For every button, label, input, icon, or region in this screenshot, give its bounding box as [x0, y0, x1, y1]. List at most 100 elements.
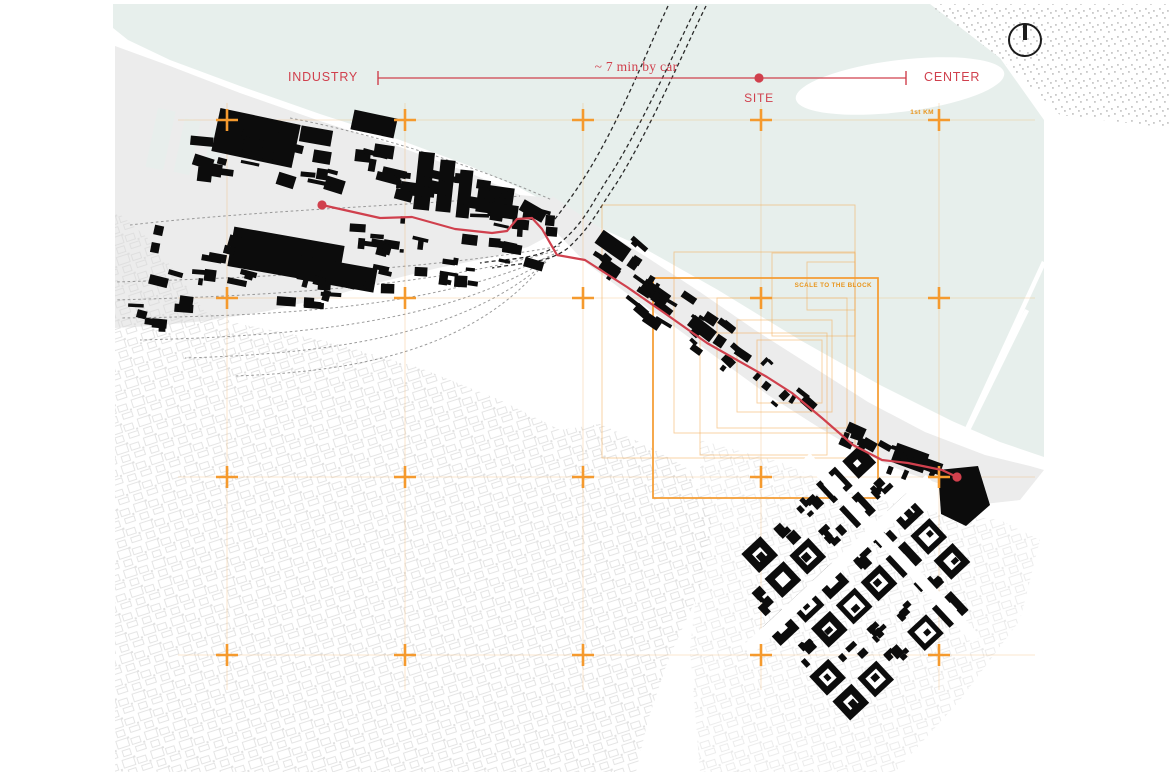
building	[504, 204, 514, 211]
building	[317, 281, 331, 291]
building	[493, 222, 509, 229]
city-street	[801, 453, 981, 644]
building	[240, 159, 260, 167]
building	[378, 269, 393, 277]
building	[240, 129, 249, 140]
building	[799, 394, 818, 412]
river-water	[113, 4, 1044, 457]
bridge-street	[964, 309, 1030, 433]
building	[208, 251, 228, 264]
building	[761, 380, 772, 392]
building	[767, 359, 774, 366]
building	[128, 303, 144, 308]
building	[442, 258, 456, 266]
building	[422, 167, 445, 181]
building	[838, 437, 854, 450]
building	[153, 224, 165, 237]
building	[900, 469, 910, 481]
building	[661, 295, 678, 308]
building	[191, 153, 215, 171]
buildings-layer	[128, 107, 944, 481]
building	[689, 343, 704, 356]
building	[277, 132, 297, 139]
building	[918, 456, 944, 476]
building	[885, 465, 894, 476]
building	[167, 269, 184, 279]
building	[222, 244, 236, 256]
site-block	[938, 466, 990, 526]
building	[380, 283, 395, 294]
rail-track	[234, 265, 543, 377]
building	[298, 125, 334, 147]
building	[350, 109, 398, 139]
building	[284, 151, 295, 160]
site-marker-dot	[754, 73, 764, 83]
building	[395, 171, 411, 180]
dock-basin	[173, 118, 201, 176]
building	[598, 232, 616, 250]
building	[290, 143, 304, 155]
building	[860, 437, 878, 453]
building	[355, 153, 369, 162]
building	[396, 179, 402, 189]
building	[538, 208, 551, 216]
building	[323, 175, 346, 195]
north-bank-vegetation	[928, 4, 1170, 128]
scale-square	[716, 297, 848, 429]
scale-square-bold	[652, 277, 879, 499]
building	[298, 259, 306, 265]
building	[315, 167, 329, 181]
building	[470, 213, 490, 218]
travel-time-label: ~ 7 min by car	[594, 59, 678, 74]
building	[592, 250, 605, 261]
building	[367, 158, 377, 173]
building	[357, 237, 366, 250]
building	[652, 282, 661, 293]
building	[702, 311, 719, 327]
building	[196, 166, 213, 183]
route-line	[320, 203, 959, 479]
building	[518, 199, 548, 223]
building	[482, 187, 490, 200]
building	[646, 274, 656, 285]
city-center-blocks	[741, 444, 981, 721]
building	[603, 263, 621, 281]
building	[467, 280, 479, 287]
building	[444, 175, 456, 183]
building	[438, 273, 449, 286]
building	[494, 195, 500, 203]
scale-square	[806, 261, 856, 311]
building	[158, 323, 166, 332]
building	[632, 273, 650, 288]
building	[216, 157, 228, 166]
building	[516, 225, 523, 237]
building	[412, 185, 435, 198]
building	[242, 136, 264, 154]
building	[877, 439, 893, 452]
building	[148, 274, 169, 289]
building	[296, 255, 378, 293]
building	[375, 170, 401, 186]
building	[417, 239, 424, 251]
building	[461, 233, 479, 246]
building	[399, 248, 404, 253]
building	[135, 309, 148, 320]
first-km-label: 1st KM	[910, 109, 934, 116]
building	[788, 394, 797, 405]
scale-block-label: SCALE TO THE BLOCK	[795, 282, 872, 289]
building	[452, 257, 459, 266]
building	[720, 353, 737, 369]
waterfront-corridor	[552, 196, 1044, 505]
building	[770, 400, 779, 408]
building	[372, 263, 390, 272]
building	[689, 326, 702, 339]
building	[641, 312, 663, 331]
building	[928, 469, 937, 478]
building	[489, 210, 504, 222]
building	[312, 149, 332, 165]
building	[891, 444, 905, 453]
dock-basin	[145, 108, 176, 171]
building	[689, 337, 698, 346]
